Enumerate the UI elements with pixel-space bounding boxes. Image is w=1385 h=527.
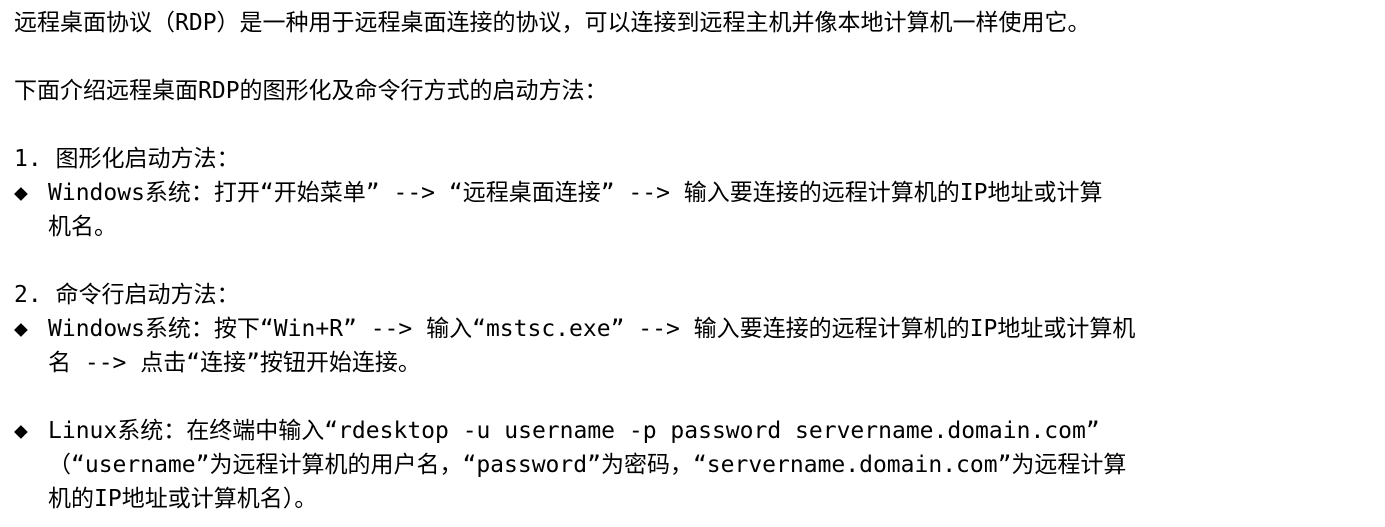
list-item-continuation: 名 --> 点击“连接”按钮开始连接。 <box>48 350 421 376</box>
spacer <box>14 108 1385 142</box>
diamond-bullet-icon: ◆ <box>14 316 28 342</box>
list-item-text: Linux系统：在终端中输入“rdesktop -u username -p p… <box>48 418 1100 444</box>
list-item: ◆ Windows系统：打开“开始菜单” --> “远程桌面连接” --> 输入… <box>14 176 1385 210</box>
list-item: ◆ Windows系统：按下“Win+R” --> 输入“mstsc.exe” … <box>14 312 1385 346</box>
spacer <box>14 40 1385 74</box>
subtitle-paragraph: 下面介绍远程桌面RDP的图形化及命令行方式的启动方法： <box>14 78 608 104</box>
intro-paragraph: 远程桌面协议（RDP）是一种用于远程桌面连接的协议，可以连接到远程主机并像本地计… <box>14 10 1091 36</box>
list-item-continuation: （“username”为远程计算机的用户名，“password”为密码，“ser… <box>48 452 1127 478</box>
list-item-text: Windows系统：打开“开始菜单” --> “远程桌面连接” --> 输入要连… <box>48 180 1103 206</box>
section-heading-command-line: 2. 命令行启动方法： <box>14 282 240 308</box>
diamond-bullet-icon: ◆ <box>14 418 28 444</box>
list-item-text: Windows系统：按下“Win+R” --> 输入“mstsc.exe” --… <box>48 316 1136 342</box>
spacer <box>14 380 1385 414</box>
diamond-bullet-icon: ◆ <box>14 180 28 206</box>
list-item-continuation: 机名。 <box>48 214 117 240</box>
section-heading-graphical: 1. 图形化启动方法： <box>14 146 240 172</box>
list-item-continuation: 机的IP地址或计算机名）。 <box>48 486 318 512</box>
list-item: ◆ Linux系统：在终端中输入“rdesktop -u username -p… <box>14 414 1385 448</box>
spacer <box>14 244 1385 278</box>
